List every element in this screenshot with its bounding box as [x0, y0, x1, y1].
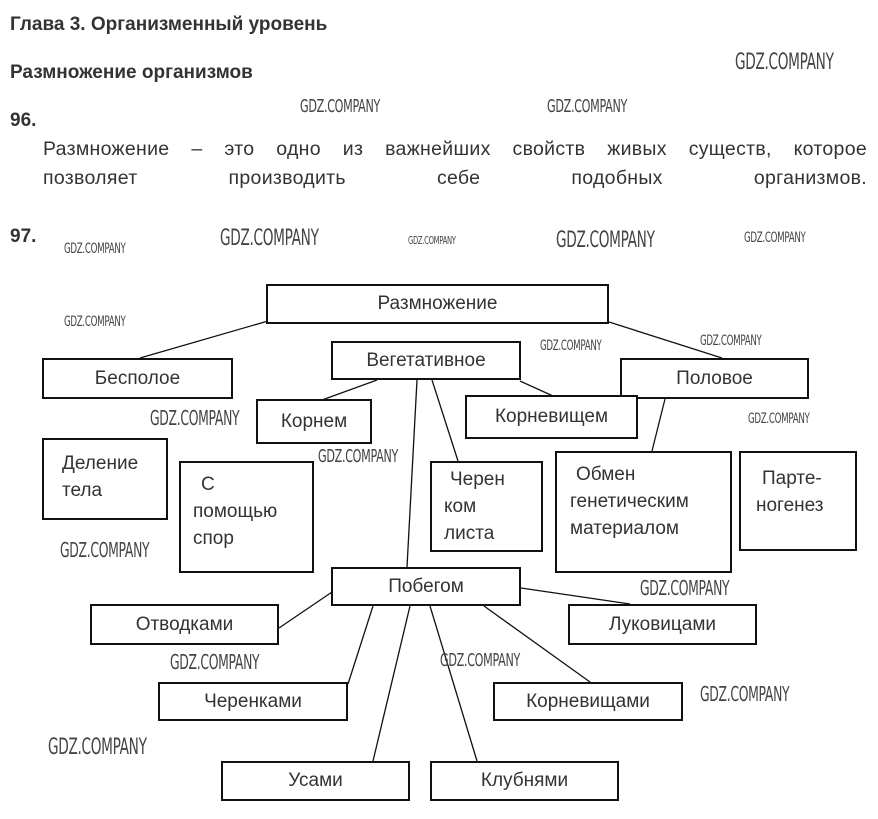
node-cuttings: Черенками — [158, 682, 348, 721]
node-by-rhizome: Корневищем — [465, 395, 638, 439]
connector — [483, 605, 591, 683]
watermark: GDZ.COMPANY — [64, 241, 126, 257]
node-layering: Отводками — [90, 604, 279, 645]
section-title: Размножение организмов — [10, 62, 253, 83]
watermark: GDZ.COMPANY — [700, 682, 790, 706]
node-text: С — [201, 474, 215, 495]
node-tubers: Клубнями — [430, 761, 619, 801]
watermark: GDZ.COMPANY — [700, 333, 762, 349]
connector — [608, 321, 723, 359]
node-sexual: Половое — [620, 358, 809, 399]
connector — [519, 380, 554, 397]
node-parthenogenesis: Парте- ногенез — [739, 451, 857, 551]
watermark: GDZ.COMPANY — [408, 234, 456, 247]
watermark: GDZ.COMPANY — [220, 226, 319, 251]
node-text: Черен — [450, 469, 505, 490]
watermark: GDZ.COMPANY — [300, 96, 381, 117]
watermark: GDZ.COMPANY — [547, 96, 628, 117]
connector — [278, 589, 336, 629]
watermark: GDZ.COMPANY — [150, 406, 240, 430]
node-text: Парте- — [762, 468, 822, 489]
watermark: GDZ.COMPANY — [60, 538, 150, 562]
node-text: ногенез — [756, 495, 824, 516]
watermark: GDZ.COMPANY — [318, 446, 399, 467]
node-asexual: Бесполое — [42, 358, 233, 399]
node-reproduction: Размножение — [266, 284, 609, 324]
node-by-root: Корнем — [256, 399, 372, 444]
task-96-number: 96. — [10, 110, 37, 131]
node-text: Деление — [62, 453, 139, 474]
watermark: GDZ.COMPANY — [556, 228, 655, 253]
watermark: GDZ.COMPANY — [48, 735, 147, 760]
node-spores: С помощью спор — [179, 461, 314, 573]
node-text: спор — [193, 528, 234, 549]
connector — [651, 398, 666, 452]
node-rhizomes: Корневищами — [493, 682, 683, 721]
watermark: GDZ.COMPANY — [440, 650, 521, 671]
connector — [372, 605, 411, 762]
chapter-title: Глава 3. Организменный уровень — [10, 14, 328, 35]
watermark: GDZ.COMPANY — [748, 411, 810, 427]
connector — [431, 379, 459, 462]
connector — [347, 605, 374, 685]
node-text: генетическим — [570, 491, 689, 512]
node-leaf-cutting: Черен ком листа — [430, 461, 543, 552]
task-97-number: 97. — [10, 226, 37, 247]
node-vegetative: Вегетативное — [331, 341, 521, 380]
connector — [321, 379, 378, 401]
node-by-shoot: Побегом — [331, 567, 521, 606]
node-body-division: Деление тела — [42, 438, 168, 520]
task-96-line-2: позволяет производить себе подобных орга… — [43, 167, 867, 189]
watermark: GDZ.COMPANY — [744, 230, 806, 246]
node-text: материалом — [570, 518, 679, 539]
watermark: GDZ.COMPANY — [64, 314, 126, 330]
watermark: GDZ.COMPANY — [540, 338, 602, 354]
node-bulbs: Луковицами — [568, 604, 757, 645]
node-runners: Усами — [221, 761, 410, 801]
connector — [139, 320, 269, 359]
watermark: GDZ.COMPANY — [170, 650, 260, 674]
node-text: помощью — [193, 501, 278, 522]
task-96-line-1: Размножение – это одно из важнейших свой… — [43, 138, 867, 160]
node-text: тела — [62, 480, 103, 501]
connector — [429, 605, 478, 762]
watermark: GDZ.COMPANY — [640, 576, 730, 600]
watermark: GDZ.COMPANY — [735, 50, 834, 75]
node-text: ком — [444, 496, 477, 517]
node-text: Обмен — [576, 464, 636, 485]
node-genetic-exchange: Обмен генетическим материалом — [555, 451, 732, 573]
node-text: листа — [444, 523, 495, 544]
connector — [520, 587, 631, 605]
connector — [406, 379, 418, 568]
